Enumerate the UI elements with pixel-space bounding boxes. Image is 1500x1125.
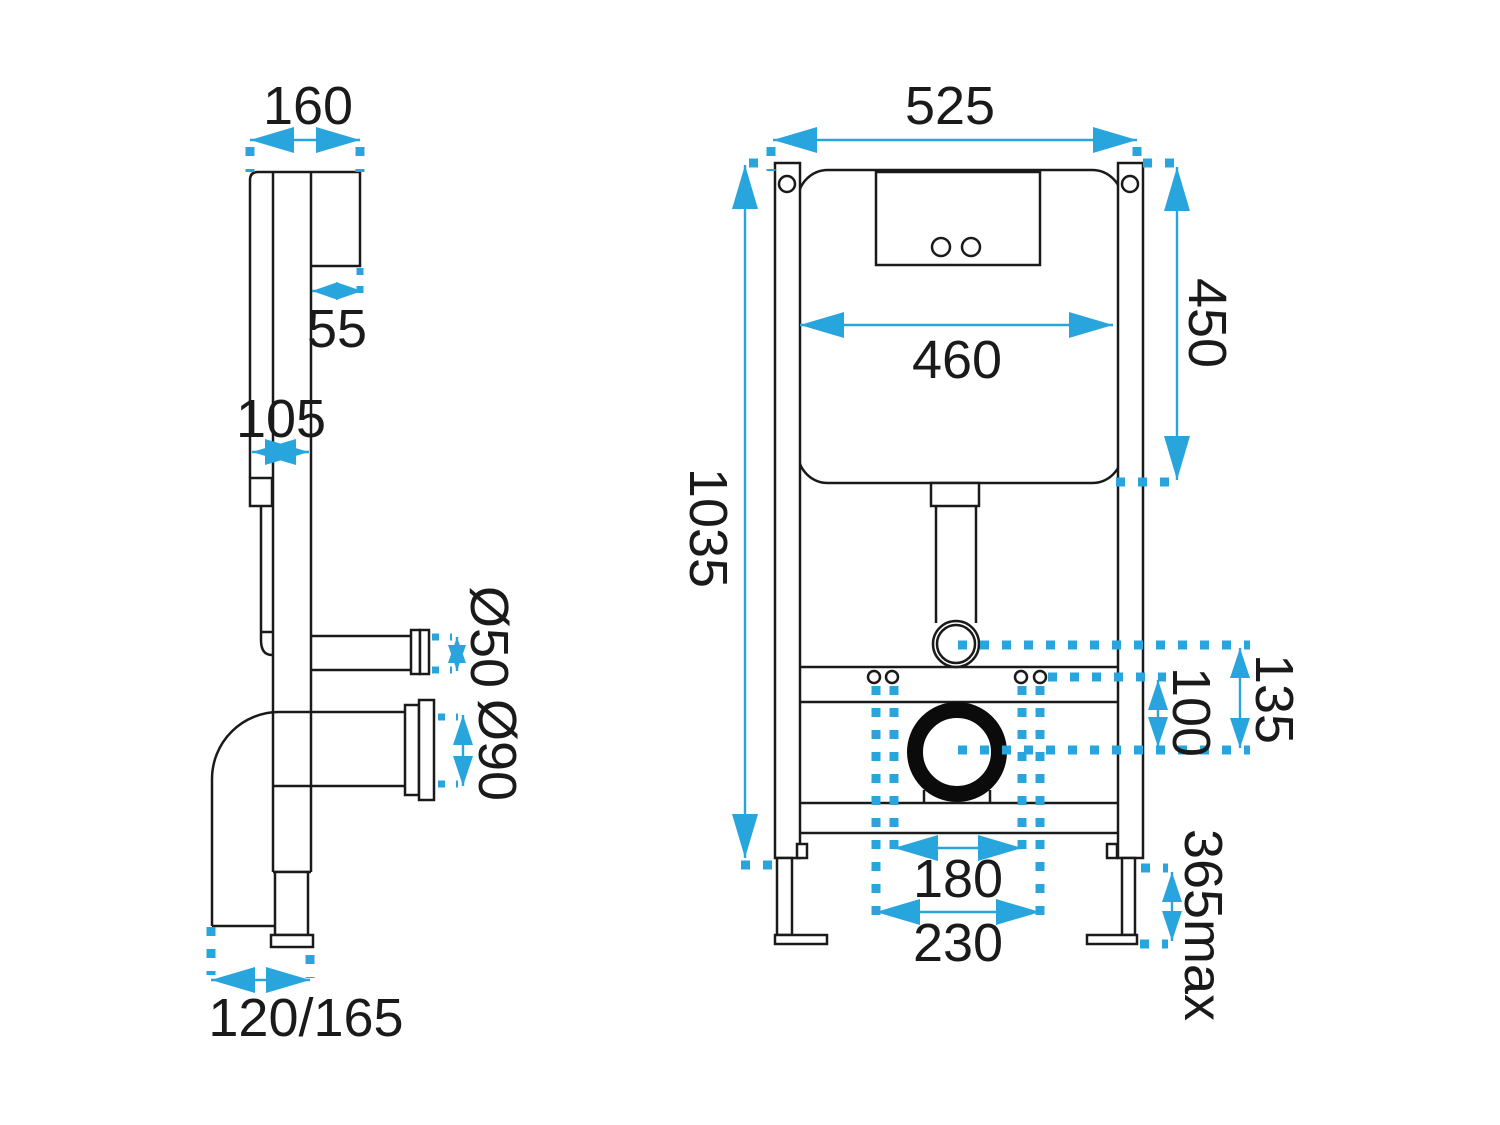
access-panel <box>874 170 1042 267</box>
left-rail <box>773 161 802 860</box>
fixing-hole-4 <box>1032 669 1048 685</box>
dim-label-1035: 1035 <box>678 468 738 588</box>
left-rail-hanger-hole <box>777 174 797 194</box>
dimension-labels: 160 55 105 Ø50 Ø90 120/165 525 460 450 1… <box>208 76 1304 1048</box>
side-inlet-coupling-1 <box>409 628 422 676</box>
drain-opening-ring <box>907 702 1007 802</box>
dim-label-525: 525 <box>905 76 995 136</box>
fixing-hole-2 <box>884 669 900 685</box>
flush-pipe <box>934 506 978 623</box>
lower-cross-bar <box>800 801 1118 835</box>
left-foot-plate <box>773 933 829 946</box>
right-leg-tube <box>1120 856 1137 937</box>
side-waste-pipe-top <box>210 710 405 780</box>
side-inlet-pipe <box>311 634 411 672</box>
flush-pipe-collar <box>929 481 981 508</box>
dim-label-105: 105 <box>236 389 326 449</box>
side-top-corner <box>248 170 259 181</box>
dim-label-230: 230 <box>913 913 1003 973</box>
right-rail-hanger-hole <box>1120 174 1140 194</box>
side-view <box>210 170 436 949</box>
dim-label-55: 55 <box>307 299 367 359</box>
dim-label-100: 100 <box>1161 667 1221 757</box>
dim-label-120-165: 120/165 <box>208 988 403 1048</box>
dim-label-inlet-diameter: Ø50 <box>459 586 519 688</box>
left-leg-bracket <box>795 842 809 860</box>
flush-bend-outer <box>931 619 981 669</box>
drain-support-stub <box>922 790 992 803</box>
flush-bend-inner <box>935 623 977 665</box>
side-inlet-coupling-2 <box>418 628 431 676</box>
dim-label-460: 460 <box>912 330 1002 390</box>
dim-label-365max: 365max <box>1173 829 1233 1021</box>
side-flush-tube <box>259 506 273 657</box>
left-leg-tube <box>775 856 794 937</box>
side-leg-tube <box>273 870 310 937</box>
side-waste-flange-outer <box>417 698 436 802</box>
side-foot-plate <box>269 933 315 949</box>
fixing-hole-3 <box>1013 669 1029 685</box>
flush-button-left <box>930 236 952 258</box>
dim-label-135: 135 <box>1244 654 1304 744</box>
dimension-annotations <box>206 127 1250 993</box>
dim-label-450: 450 <box>1177 278 1237 368</box>
fixing-hole-1 <box>866 669 882 685</box>
side-waste-flange-inner <box>403 703 421 797</box>
dim-label-outlet-diameter: Ø90 <box>467 699 527 801</box>
dim-label-160: 160 <box>263 76 353 136</box>
right-leg-bracket <box>1105 842 1119 860</box>
flush-button-right <box>960 236 982 258</box>
right-foot-plate <box>1085 933 1139 946</box>
dim-label-180: 180 <box>913 849 1003 909</box>
side-floor-outlet <box>210 779 275 928</box>
side-cistern-outline <box>258 170 362 268</box>
